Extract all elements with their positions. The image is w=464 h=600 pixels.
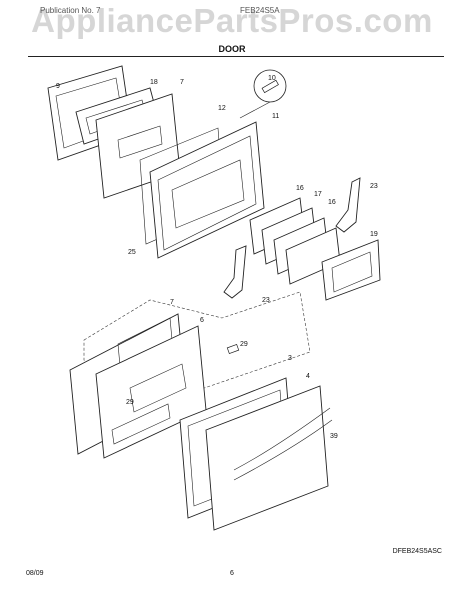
model-number: FEB24S5A	[240, 6, 280, 15]
callout-10: 10	[268, 75, 276, 82]
callout-25: 25	[128, 249, 136, 256]
callout-4: 4	[306, 373, 310, 380]
callout-6: 6	[200, 317, 204, 324]
footer-page-number: 6	[230, 570, 234, 577]
outer-door-4	[205, 385, 329, 531]
footer-date: 08/09	[26, 570, 44, 577]
callout-18: 18	[150, 79, 158, 86]
clip-29	[226, 344, 240, 354]
window-panes-16-17	[249, 197, 341, 285]
callout-29: 29	[240, 341, 248, 348]
hinge-23-left	[223, 245, 247, 299]
callout-29b: 29	[126, 399, 134, 406]
hinge-23-right	[335, 177, 361, 233]
callout-11: 11	[272, 113, 279, 120]
handle-39	[233, 407, 333, 481]
callout-16: 16	[296, 185, 304, 192]
title-divider	[28, 56, 444, 57]
callout-3: 3	[288, 355, 292, 362]
callout-12: 12	[218, 105, 226, 112]
callout-39: 39	[330, 433, 338, 440]
callout-23b: 23	[262, 297, 270, 304]
callout-7: 7	[180, 79, 184, 86]
door-frame-11	[149, 121, 265, 259]
bracket-19	[321, 239, 381, 301]
callout-17: 17	[314, 191, 322, 198]
callout-19: 19	[370, 231, 378, 238]
callout-16b: 16	[328, 199, 336, 206]
callout-7b: 7	[170, 299, 174, 306]
page-title: DOOR	[218, 44, 246, 54]
page-header: Publication No. 7 FEB24S5A	[40, 6, 280, 15]
callout-23: 23	[370, 183, 378, 190]
screw-10	[239, 69, 287, 119]
publication-label: Publication No. 7	[40, 6, 101, 15]
diagram-code: DFEB24S5ASC	[392, 548, 442, 555]
callout-9: 9	[56, 83, 60, 90]
